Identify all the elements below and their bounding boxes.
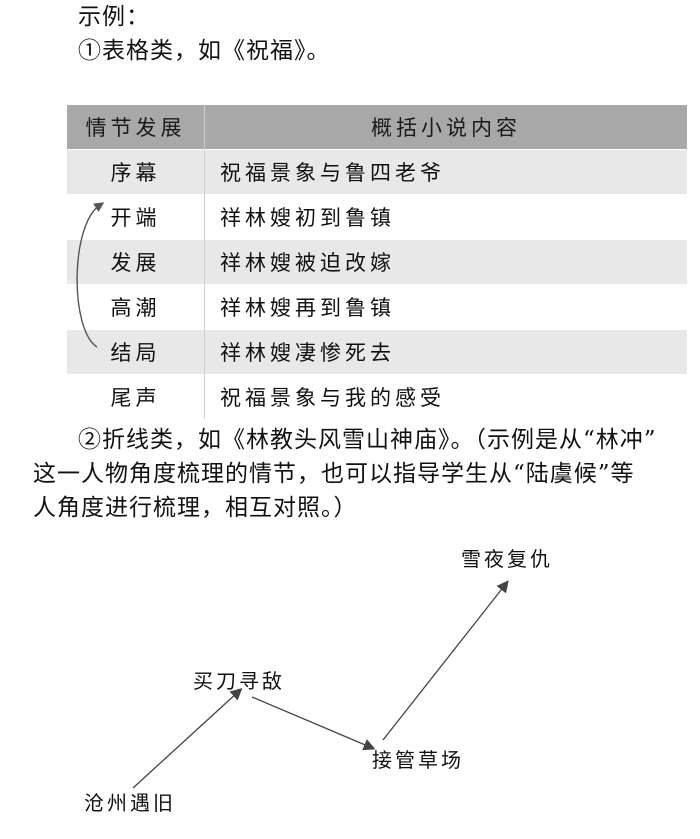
stage-cell: 高潮 xyxy=(67,284,205,330)
example-2-line-2: 这一人物角度梳理的情节，也可以指导学生从“陆虞候”等 xyxy=(33,461,635,487)
node-cangzhou-reunion: 沧州遇旧 xyxy=(84,791,176,815)
table-row: 高潮 祥林嫂再到鲁镇 xyxy=(67,284,687,330)
node-take-over-fodder-yard: 接管草场 xyxy=(372,748,464,772)
example-label: 示例： xyxy=(78,4,150,30)
table-row: 开端 祥林嫂初到鲁镇 xyxy=(67,194,687,240)
table-row: 发展 祥林嫂被迫改嫁 xyxy=(67,239,687,285)
stage-cell: 发展 xyxy=(67,239,205,285)
header-plot-stage: 情节发展 xyxy=(67,105,205,150)
stage-cell: 结局 xyxy=(67,329,205,375)
example-2-line-1: ②折线类，如《林教头风雪山神庙》。（示例是从“林冲” xyxy=(78,427,657,453)
stage-cell: 开端 xyxy=(67,194,205,240)
content-cell: 祝福景象与我的感受 xyxy=(204,374,687,419)
stage-cell: 尾声 xyxy=(67,374,205,419)
arrow-3 xyxy=(382,580,509,741)
arrow-2 xyxy=(251,696,376,751)
node-snowy-night-revenge: 雪夜复仇 xyxy=(461,547,553,571)
content-cell: 祝福景象与鲁四老爷 xyxy=(204,149,687,195)
header-summary: 概括小说内容 xyxy=(204,105,687,150)
content-cell: 祥林嫂被迫改嫁 xyxy=(204,239,687,285)
content-cell: 祥林嫂再到鲁镇 xyxy=(204,284,687,330)
plot-table: 情节发展 概括小说内容 序幕 祝福景象与鲁四老爷 开端 祥林嫂初到鲁镇 发展 祥… xyxy=(67,105,687,419)
table-row: 结局 祥林嫂凄惨死去 xyxy=(67,329,687,375)
node-buy-knife: 买刀寻敌 xyxy=(193,669,285,693)
content-cell: 祥林嫂凄惨死去 xyxy=(204,329,687,375)
table-row: 尾声 祝福景象与我的感受 xyxy=(67,374,687,419)
example-1-caption: ①表格类，如《祝福》。 xyxy=(78,38,331,64)
table-header-row: 情节发展 概括小说内容 xyxy=(67,105,687,150)
content-cell: 祥林嫂初到鲁镇 xyxy=(204,194,687,240)
table-row: 序幕 祝福景象与鲁四老爷 xyxy=(67,149,687,195)
example-2-line-3: 人角度进行梳理，相互对照。） xyxy=(33,495,358,521)
arrow-1 xyxy=(132,687,243,789)
stage-cell: 序幕 xyxy=(67,149,205,195)
